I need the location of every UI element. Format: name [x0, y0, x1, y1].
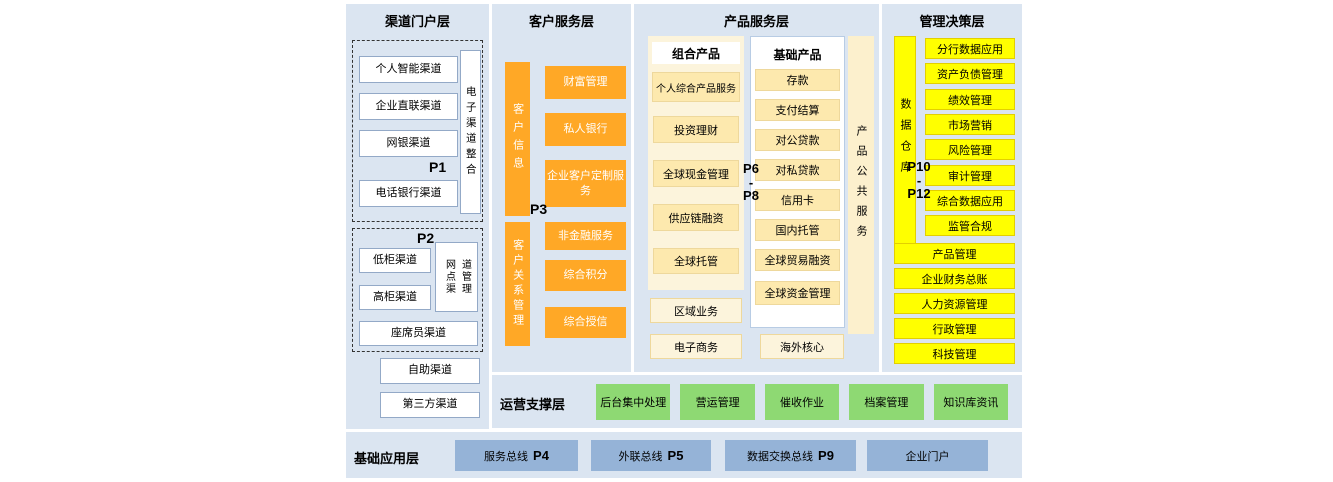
operation-box-collections: 催收作业 [764, 384, 840, 420]
customer-box-points: 综合积分 [545, 260, 626, 291]
base-box-data-exchange-bus: 数据交换总线 P9 [725, 440, 856, 471]
basic-products-header: 基础产品 [754, 43, 841, 65]
channel-box-personal-smart: 个人智能渠道 [359, 56, 458, 83]
mgmt-box-branch-data: 分行数据应用 [925, 38, 1015, 59]
customer-box-wealth-mgmt: 财富管理 [545, 66, 626, 99]
management-decision-panel: 管理决策层 数据仓库 P10 - P12 分行数据应用 资产负债管理 绩效管理 … [882, 4, 1022, 372]
basic-box-global-funds: 全球资金管理 [755, 281, 840, 305]
mgmt-box-product-mgmt: 产品管理 [894, 243, 1015, 264]
channel-box-online-banking: 网银渠道 [359, 130, 458, 157]
operation-layer-title: 运营支撑层 [500, 397, 566, 412]
basic-box-personal-loans: 对私贷款 [755, 159, 840, 181]
mgmt-box-performance: 绩效管理 [925, 89, 1015, 110]
base-box-label: 数据交换总线 [747, 450, 814, 463]
customer-box-corporate-custom: 企业客户定制服务 [545, 160, 626, 207]
mgmt-box-hr: 人力资源管理 [894, 293, 1015, 314]
mgmt-box-audit: 审计管理 [925, 165, 1015, 186]
data-warehouse-bar: 数据仓库 [894, 36, 916, 244]
base-layer-title: 基础应用层 [354, 451, 420, 466]
product-box-regional: 区域业务 [650, 298, 742, 323]
mgmt-box-administration: 行政管理 [894, 318, 1015, 339]
branch-channel-mgmt-bar: 网点渠道管理 [435, 242, 478, 312]
base-box-label: 企业门户 [905, 450, 950, 463]
base-box-label: 外联总线 [618, 450, 663, 463]
p1-electronic-channels-group: 个人智能渠道 企业直联渠道 网银渠道 电话银行渠道 电子渠道整合 P1 [352, 40, 483, 222]
basic-box-domestic-custody: 国内托管 [755, 219, 840, 241]
combo-box-investment: 投资理财 [653, 116, 739, 143]
p10-p12-label: P10 - P12 [907, 159, 931, 202]
channel-portal-panel: 渠道门户层 个人智能渠道 企业直联渠道 网银渠道 电话银行渠道 电子渠道整合 P… [346, 4, 489, 429]
base-box-label: 服务总线 [484, 450, 529, 463]
channel-box-low-counter: 低柜渠道 [359, 248, 431, 273]
base-application-band: 基础应用层 服务总线 P4 外联总线 P5 数据交换总线 P9 企业门户 [346, 432, 1022, 478]
basic-box-trade-finance: 全球贸易融资 [755, 249, 840, 271]
product-service-panel: 产品服务层 组合产品 个人综合产品服务 投资理财 全球现金管理 供应链融资 全球… [634, 4, 879, 372]
combo-products-panel: 组合产品 个人综合产品服务 投资理财 全球现金管理 供应链融资 全球托管 [648, 36, 744, 290]
customer-box-credit: 综合授信 [545, 307, 626, 338]
customer-box-private-banking: 私人银行 [545, 113, 626, 146]
combo-box-personal-products: 个人综合产品服务 [652, 72, 740, 102]
mgmt-box-general-ledger: 企业财务总账 [894, 268, 1015, 289]
channel-box-phone-banking: 电话银行渠道 [359, 180, 458, 207]
p1-label: P1 [429, 159, 447, 175]
customer-layer-title: 客户服务层 [528, 14, 594, 29]
channel-box-agent: 座席员渠道 [359, 321, 478, 346]
mgmt-box-risk: 风险管理 [925, 139, 1015, 160]
combo-products-header: 组合产品 [652, 42, 740, 64]
product-layer-title: 产品服务层 [723, 14, 789, 29]
basic-box-credit-card: 信用卡 [755, 189, 840, 211]
basic-box-deposits: 存款 [755, 69, 840, 91]
base-box-external-bus: 外联总线 P5 [591, 440, 711, 471]
operation-box-archives: 档案管理 [849, 384, 924, 420]
operation-box-knowledge-base: 知识库资讯 [933, 384, 1009, 420]
operation-box-backoffice: 后台集中处理 [596, 384, 671, 420]
combo-box-supply-chain: 供应链融资 [653, 204, 739, 231]
combo-box-global-cash: 全球现金管理 [653, 160, 739, 187]
operation-box-operations-mgmt: 营运管理 [680, 384, 755, 420]
customer-service-panel: 客户服务层 客户信息 P3 财富管理 私人银行 企业客户定制服务 客户关系管理 … [492, 4, 631, 372]
p2-label: P2 [417, 230, 435, 246]
customer-box-nonfinancial: 非金融服务 [545, 222, 626, 250]
product-box-overseas-core: 海外核心 [760, 334, 844, 359]
p2-branch-channels-group: P2 低柜渠道 高柜渠道 网点渠道管理 座席员渠道 [352, 228, 483, 352]
customer-info-bar: 客户信息 [505, 62, 530, 216]
p3-label: P3 [530, 201, 548, 217]
mgmt-box-technology: 科技管理 [894, 343, 1015, 364]
base-box-service-bus: 服务总线 P4 [455, 440, 578, 471]
p5-label: P5 [667, 448, 684, 463]
electronic-channel-integration-bar: 电子渠道整合 [460, 50, 481, 214]
product-box-ecommerce: 电子商务 [650, 334, 742, 359]
mgmt-box-comprehensive-data: 综合数据应用 [925, 190, 1015, 211]
channel-box-corporate-direct: 企业直联渠道 [359, 93, 458, 120]
mgmt-box-compliance: 监管合规 [925, 215, 1015, 236]
channel-layer-title: 渠道门户层 [384, 14, 450, 29]
base-box-enterprise-portal: 企业门户 [867, 440, 988, 471]
mgmt-box-alm: 资产负债管理 [925, 63, 1015, 84]
channel-box-high-counter: 高柜渠道 [359, 285, 431, 310]
p9-label: P9 [818, 448, 834, 463]
operation-support-band: 运营支撑层 后台集中处理 营运管理 催收作业 档案管理 知识库资讯 [492, 375, 1022, 428]
basic-box-corporate-loans: 对公贷款 [755, 129, 840, 151]
operation-items-row: 后台集中处理 营运管理 催收作业 档案管理 知识库资讯 [596, 384, 1009, 420]
channel-box-self-service: 自助渠道 [380, 358, 480, 384]
product-public-services-bar: 产品公共服务 [848, 36, 874, 334]
p6-p8-label: P6 - P8 [743, 161, 759, 204]
branch-channel-mgmt-label: 网点渠道管理 [443, 259, 471, 295]
customer-crm-bar: 客户关系管理 [505, 222, 530, 346]
management-layer-title: 管理决策层 [919, 14, 985, 29]
channel-box-third-party: 第三方渠道 [380, 392, 480, 418]
mgmt-box-marketing: 市场营销 [925, 114, 1015, 135]
basic-products-panel: 基础产品 存款 支付结算 对公贷款 对私贷款 信用卡 国内托管 全球贸易融资 全… [750, 36, 845, 328]
p4-label: P4 [533, 448, 549, 463]
basic-box-payment: 支付结算 [755, 99, 840, 121]
combo-box-global-custody: 全球托管 [653, 248, 739, 274]
